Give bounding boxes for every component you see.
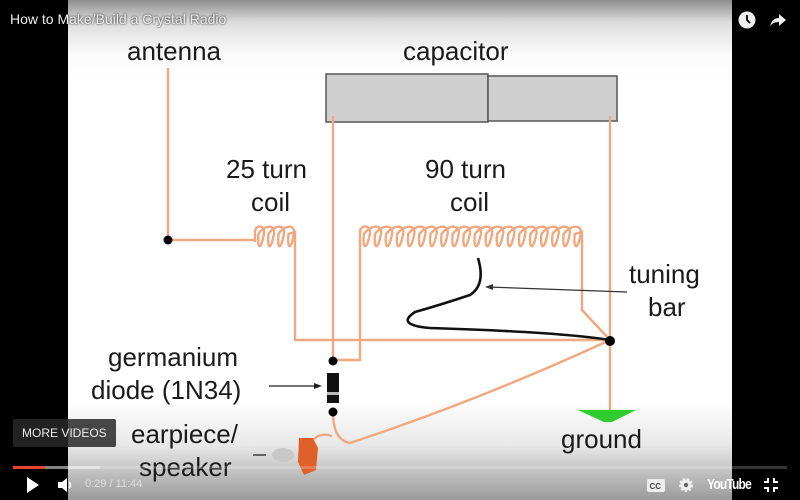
label-diode-1: germanium xyxy=(108,342,238,372)
label-earpiece-1: earpiece/ xyxy=(131,419,239,449)
label-earpiece-2: speaker xyxy=(139,452,232,482)
share-icon[interactable] xyxy=(768,10,788,30)
svg-text:CC: CC xyxy=(650,482,662,491)
earpiece-icon xyxy=(298,438,318,475)
coil90-right-wire xyxy=(580,240,611,341)
capacitor-plate-right xyxy=(487,75,618,122)
volume-icon[interactable] xyxy=(57,476,73,494)
more-videos-button[interactable]: MORE VIDEOS xyxy=(13,419,116,447)
coil-25-turn xyxy=(253,225,297,248)
tuning-arrowhead xyxy=(485,284,493,290)
label-antenna: antenna xyxy=(127,36,222,66)
earpiece-cord xyxy=(272,448,294,462)
youtube-logo[interactable]: YouTube xyxy=(707,476,752,493)
label-tuning-1: tuning xyxy=(629,259,700,289)
earpiece-return-wire xyxy=(331,338,611,445)
diode-arrowhead xyxy=(314,383,322,389)
time-display: 0:29 / 11:44 xyxy=(85,478,143,490)
label-tuning-2: bar xyxy=(648,292,686,322)
exit-fullscreen-icon[interactable] xyxy=(764,478,778,492)
earpiece-wire xyxy=(312,433,333,441)
coil90-left-wire xyxy=(333,240,362,362)
played-bar xyxy=(13,466,45,469)
capacitor-plate-left xyxy=(325,73,489,123)
label-diode-2: diode (1N34) xyxy=(91,375,241,405)
ground-symbol xyxy=(578,410,636,422)
progress-bar[interactable] xyxy=(13,466,787,469)
video-title[interactable]: How to Make/Build a Crystal Radio xyxy=(10,11,227,27)
label-coil25-1: 25 turn xyxy=(226,154,307,184)
coil25-return-wire xyxy=(293,240,610,342)
captions-icon[interactable]: CC xyxy=(647,479,665,492)
junction-dot xyxy=(328,356,338,366)
tuning-bar xyxy=(406,257,611,342)
coil-loops xyxy=(253,225,297,248)
coil-90-turn xyxy=(358,225,584,248)
label-coil25-2: coil xyxy=(251,187,290,217)
label-coil90-2: coil xyxy=(450,187,489,217)
buffered-bar xyxy=(13,466,101,469)
label-capacitor: capacitor xyxy=(403,36,509,66)
watch-later-icon[interactable] xyxy=(737,10,757,30)
label-ground: ground xyxy=(561,424,642,454)
junction-dot xyxy=(328,407,338,417)
tuning-arrow xyxy=(487,286,628,293)
play-icon[interactable] xyxy=(26,476,40,494)
diode-body xyxy=(327,373,339,403)
junction-dot xyxy=(605,336,615,346)
junction-dot xyxy=(163,235,173,245)
coil-loops xyxy=(358,225,584,248)
label-coil90-1: 90 turn xyxy=(425,154,506,184)
settings-icon[interactable] xyxy=(678,477,694,493)
diode-band xyxy=(327,392,339,395)
